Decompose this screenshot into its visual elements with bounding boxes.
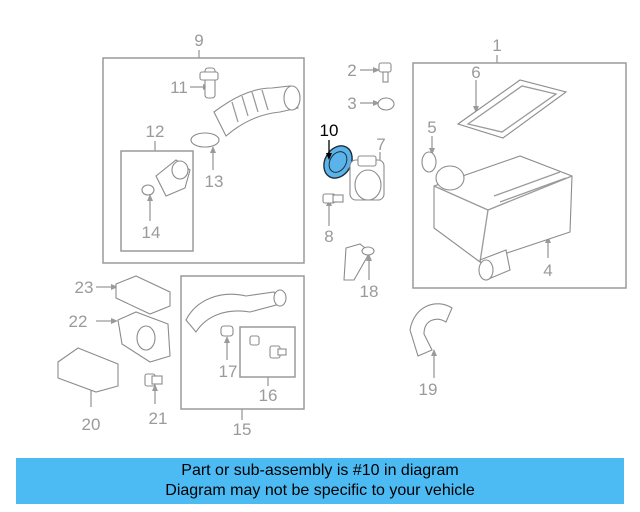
group-box-1 [412,62,627,289]
gasket-part-5 [421,151,437,173]
screw-part-8 [322,193,344,204]
callout-3: 3 [347,94,356,113]
bolts-part-16 [249,335,287,359]
info-banner: Part or sub-assembly is #10 in diagram D… [16,458,624,504]
bolt-part-21 [144,373,163,387]
callout-6: 6 [471,63,480,82]
washer-part-3 [377,97,395,111]
group-box-12 [120,150,194,252]
callout-12: 12 [146,122,165,141]
callout-10-arrowhead [326,153,332,160]
callout-11: 11 [170,78,188,97]
callout-17: 17 [219,362,238,381]
callout-7: 7 [376,135,385,154]
leader-arrowheads [111,67,551,391]
hose-clamp-part-13 [190,132,220,148]
bracket-part-20 [57,347,119,393]
parts-diagram: 1 2 3 4 5 6 7 8 9 10 11 12 13 14 15 16 1… [57,31,627,439]
hose-clamp-part-18 [361,246,375,256]
callout-8: 8 [324,227,333,246]
elbow-hose-part-19 [409,303,453,357]
intake-duct-part-9 [213,85,301,137]
callout-16: 16 [259,386,278,405]
air-filter-part-6 [456,79,568,139]
housing-part-22 [117,311,171,363]
callout-5: 5 [427,118,436,137]
group-box-9 [102,57,305,264]
bolt-part-2 [378,62,392,83]
clip-part-17 [220,325,234,337]
callout-23: 23 [75,278,94,297]
callout-20: 20 [82,415,101,434]
callout-18: 18 [360,282,379,301]
maf-sensor-part-7 [349,155,385,201]
banner-line-part-number: Part or sub-assembly is #10 in diagram [181,462,459,479]
sensor-part-12 [155,159,191,197]
callout-9: 9 [194,31,203,50]
clip-part-11 [199,67,219,99]
callout-1: 1 [492,36,501,55]
air-box-part-1 [433,155,573,281]
callout-19: 19 [419,380,438,399]
callout-14: 14 [142,223,161,242]
callout-21: 21 [149,409,168,428]
callout-22: 22 [69,312,88,331]
cover-part-23 [115,275,171,315]
callout-13: 13 [205,172,224,191]
o-ring-part-14 [141,184,155,196]
callout-2: 2 [347,61,356,80]
callout-4: 4 [543,261,552,280]
group-box-16 [239,326,296,378]
callout-10: 10 [320,121,339,140]
duct-part-15 [185,289,287,333]
banner-line-disclaimer: Diagram may not be specific to your vehi… [165,482,475,499]
callout-15: 15 [233,420,252,439]
